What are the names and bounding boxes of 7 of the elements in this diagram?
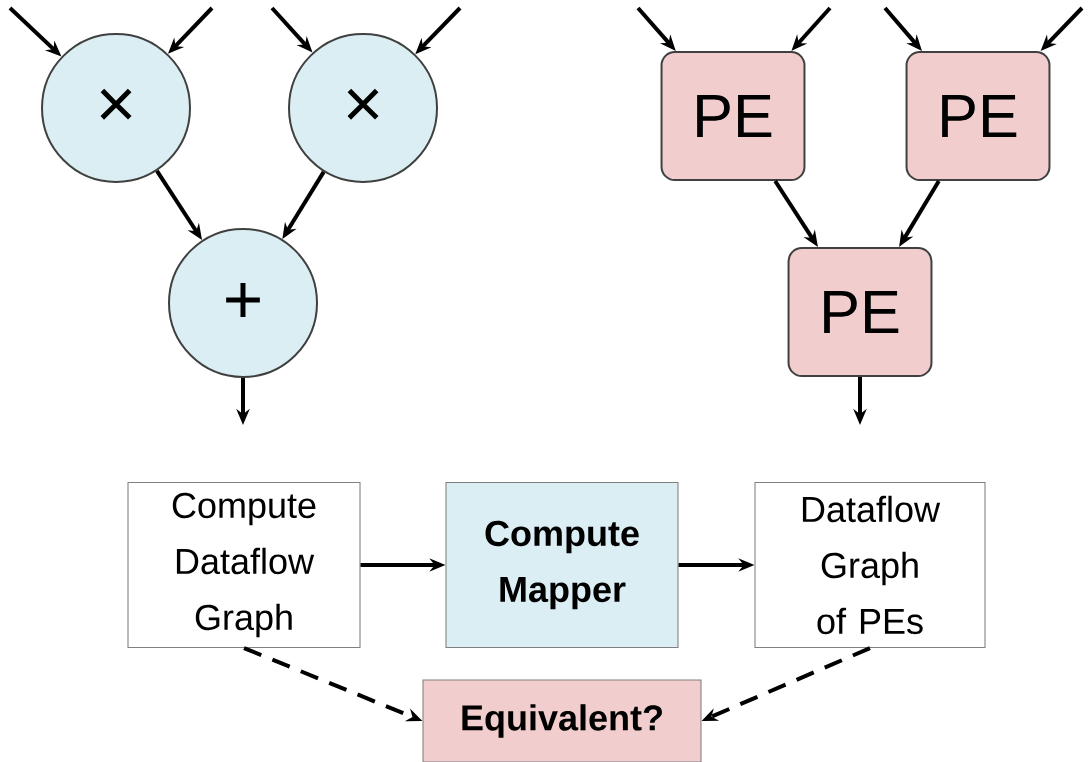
graph-box: Compute Dataflow Graph (127, 481, 361, 649)
process-box: Compute Mapper (445, 481, 679, 649)
pe-box: PE (787, 247, 933, 377)
graph-box: Dataflow Graph of PEs (754, 481, 986, 649)
pe-box: PE (905, 51, 1051, 181)
pe-box: PE (660, 51, 806, 181)
check-box: Equivalent? (422, 679, 702, 762)
